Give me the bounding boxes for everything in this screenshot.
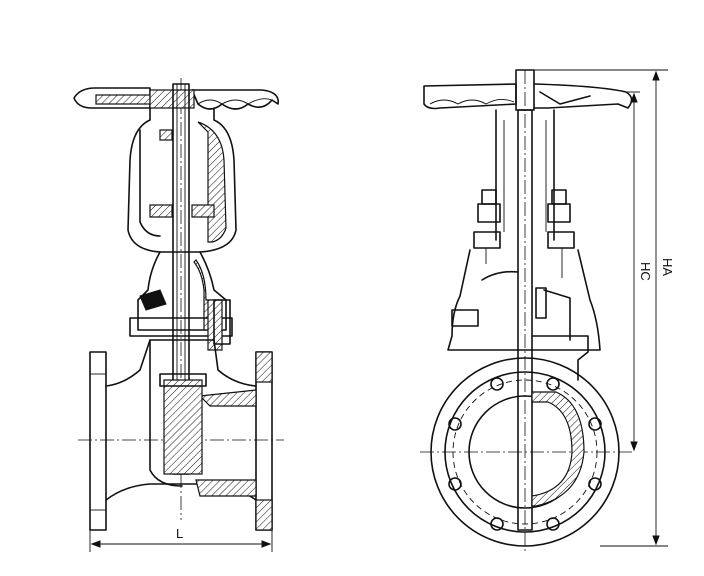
- height-dimensions: HA HC: [534, 69, 675, 547]
- valve-body-section: [89, 339, 273, 531]
- length-label: L: [176, 526, 183, 541]
- handwheel-side: [423, 69, 633, 111]
- height-c-label: HC: [638, 262, 653, 281]
- side-view: HA HC: [420, 69, 675, 552]
- flange-face: [430, 335, 620, 547]
- handwheel-section: [73, 87, 279, 110]
- height-a-label: HA: [660, 258, 675, 276]
- yoke-bonnet: [127, 107, 237, 253]
- front-section-view: L: [73, 78, 284, 552]
- body-side: [447, 249, 601, 351]
- length-dimension: L: [89, 526, 273, 552]
- yoke-side: [495, 109, 555, 531]
- bonnet-body: [129, 251, 233, 351]
- bonnet-bolts: [473, 189, 575, 278]
